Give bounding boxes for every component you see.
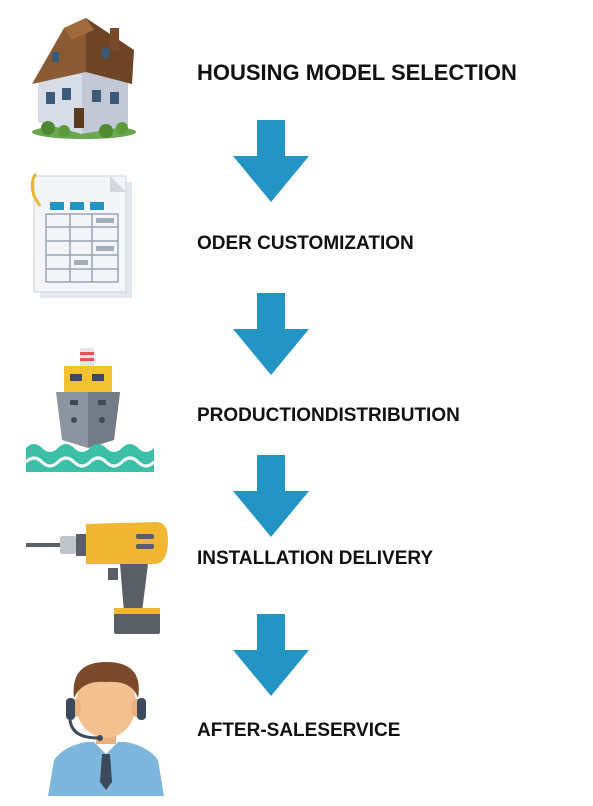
spreadsheet-document-icon — [26, 172, 136, 300]
step-label-after-sale-service: AFTER-SALESERVICE — [197, 720, 401, 741]
ship-icon — [24, 344, 156, 474]
step-label-housing-model-selection: HOUSING MODEL SELECTION — [197, 60, 517, 85]
step-label-installation-delivery: INSTALLATION DELIVERY — [197, 548, 434, 569]
arrow-down-icon — [233, 455, 309, 537]
house-icon — [24, 10, 144, 140]
arrow-down-icon — [233, 120, 309, 202]
power-drill-icon — [24, 512, 172, 638]
support-agent-icon — [40, 654, 172, 796]
step-label-oder-customization: ODER CUSTOMIZATION — [197, 233, 414, 254]
step-label-production-distribution: PRODUCTIONDISTRIBUTION — [197, 405, 460, 426]
arrow-down-icon — [233, 614, 309, 696]
arrow-down-icon — [233, 293, 309, 375]
